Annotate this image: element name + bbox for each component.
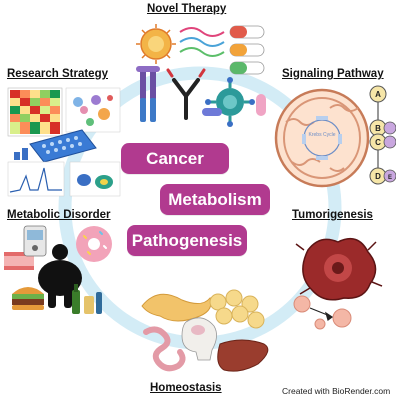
metabolic-disorder-illustration [4,225,112,314]
label-metabolic-disorder: Metabolic Disorder [7,209,111,221]
intestine-icon [143,326,186,372]
capsule-icon [229,25,265,75]
scatter-plot-icon [65,87,121,133]
signaling-pathway-illustration: Krebs Cycle A B C D E [274,85,396,188]
blood-vessel-icon [4,252,34,270]
spread-cell-icon [293,295,352,330]
krebs-cycle-label: Krebs Cycle [309,132,336,138]
pill-cancer: Cancer [121,143,229,174]
pathway-node-a [369,85,387,103]
label-homeostasis: Homeostasis [150,382,222,394]
capsule-small-icon [256,94,266,116]
pathway-node-e [383,169,396,183]
flow-plot-icon [69,161,121,197]
capsule-blue-icon [202,108,222,116]
pathway-label-c: C [375,138,381,147]
biorender-credit: Created with BioRender.com [282,386,391,396]
label-novel-therapy: Novel Therapy [147,3,227,15]
pathway-label-a: A [375,90,381,99]
novel-therapy-illustration [136,24,266,127]
person-silhouette-icon [38,244,82,308]
label-research-strategy: Research Strategy [7,68,108,80]
label-signaling-pathway: Signaling Pathway [282,68,384,80]
pathway-nodes: A B C D E [369,85,396,185]
glucometer-icon [23,225,47,257]
donut-icon [76,226,112,262]
tumorigenesis-illustration [293,237,383,330]
label-tumorigenesis: Tumorigenesis [292,209,373,221]
virus-icon [136,24,176,64]
bottle-icon [72,284,102,314]
receptor-icon [136,66,160,122]
pathway-label-b: B [375,124,381,133]
liver-icon [217,339,269,372]
antibody-icon [172,78,200,120]
immune-cell-icon [205,77,255,127]
tumor-mass-icon [295,237,383,301]
mitochondrion-icon [274,88,370,188]
homeostasis-illustration [141,289,269,372]
pancreas-icon [141,293,212,322]
pathway-label-e: E [388,175,392,181]
pathway-node-e-mid [383,135,396,149]
pill-pathogenesis: Pathogenesis [127,225,247,256]
research-strategy-illustration [7,87,121,197]
pathway-node-e-upper [383,121,396,135]
fat-cell-icon [209,289,265,329]
burger-icon [12,287,44,310]
line-plot-icon [7,148,65,197]
microplate-icon [29,129,97,163]
heatmap-icon [7,87,63,137]
head-silhouette-icon [181,317,217,361]
pill-metabolism: Metabolism [160,184,270,215]
pathway-label-d: D [375,172,381,181]
arrow-icon [309,307,334,322]
rna-strand-icon [179,27,225,57]
